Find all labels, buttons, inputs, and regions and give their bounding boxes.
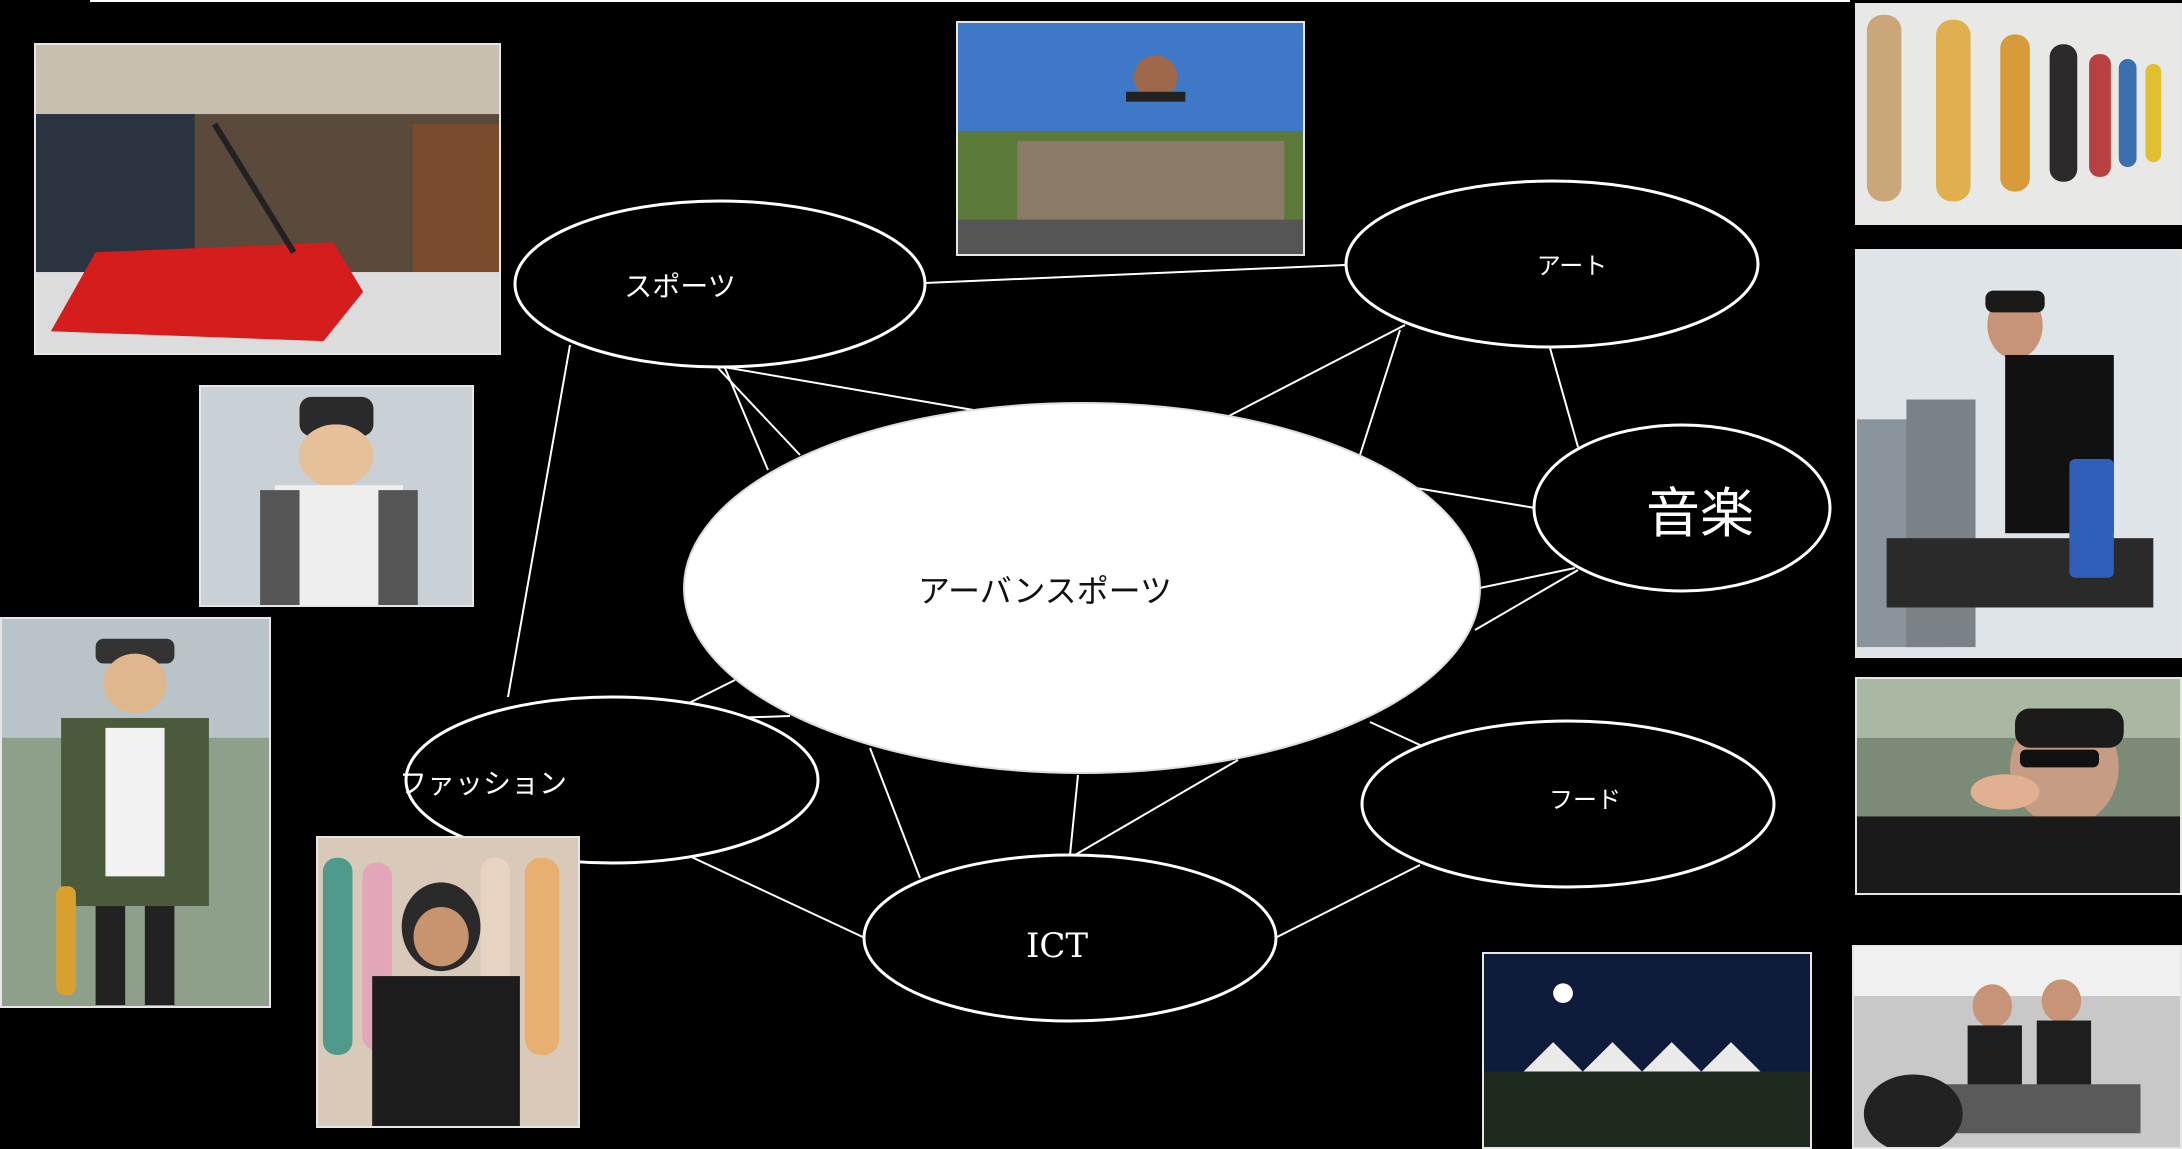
node-label-food: フード — [1549, 786, 1621, 814]
dj-performance-photo — [1857, 251, 2180, 656]
connector-sports-center-a — [711, 364, 986, 413]
photo-street-fashion — [0, 617, 271, 1008]
rapper-microphone-photo — [1857, 679, 2180, 893]
connector-sports-fashion — [507, 344, 571, 698]
center-ellipse — [683, 402, 1481, 774]
connector-music-center-a — [1409, 486, 1536, 509]
photo-hoodie-boy — [316, 836, 580, 1128]
connector-sports-center-c — [724, 367, 769, 471]
connector-art-center-a — [1224, 324, 1406, 419]
connector-ict-center-c — [1074, 759, 1239, 856]
top-border-line — [90, 0, 1850, 2]
photo-skateboard-decks — [1855, 3, 2182, 225]
food-stall-photo — [1854, 947, 2180, 1147]
node-label-sports: スポーツ — [624, 270, 735, 303]
node-label-fashion: ファッション — [399, 767, 567, 800]
photo-night-festival — [1482, 952, 1812, 1149]
node-label-art: アート — [1537, 252, 1608, 280]
node-fashion-ellipse — [404, 695, 820, 865]
street-fashion-photo — [2, 619, 269, 1006]
connector-music-center-b — [1469, 567, 1576, 591]
node-food-ellipse — [1360, 719, 1776, 889]
night-tents-photo — [1484, 954, 1810, 1147]
node-sports-ellipse — [513, 199, 927, 369]
photo-skateboard-jump — [956, 21, 1305, 256]
connector-art-music — [1549, 347, 1579, 448]
node-music-ellipse — [1532, 423, 1832, 593]
connector-food-ict — [1274, 864, 1421, 939]
street-fashion-photo — [201, 387, 472, 605]
connector-ict-center-a — [869, 747, 921, 879]
connector-music-center-c — [1474, 569, 1579, 631]
photo-beanie-girl — [199, 385, 474, 607]
node-ict-ellipse — [862, 853, 1278, 1023]
photo-dj — [1855, 249, 2182, 658]
store-interior-photo — [36, 45, 499, 353]
connector-food-center — [1369, 721, 1421, 746]
node-label-ict: ICT — [1026, 926, 1088, 966]
skateboarder-crowd-photo — [958, 23, 1303, 254]
skateboard-wall-photo — [318, 838, 578, 1126]
skateboard-decks-photo — [1857, 5, 2180, 223]
connector-ict-center-b — [1069, 774, 1079, 856]
photo-food-stall — [1852, 945, 2182, 1149]
photo-rapper — [1855, 677, 2182, 895]
photo-palace-skate-store — [34, 43, 501, 355]
connector-sports-art — [924, 264, 1346, 284]
node-label-music: 音楽 — [1646, 482, 1754, 545]
node-art-ellipse — [1344, 179, 1760, 349]
center-label: アーバンスポーツ — [918, 572, 1172, 610]
connector-art-center-b — [1359, 329, 1401, 456]
